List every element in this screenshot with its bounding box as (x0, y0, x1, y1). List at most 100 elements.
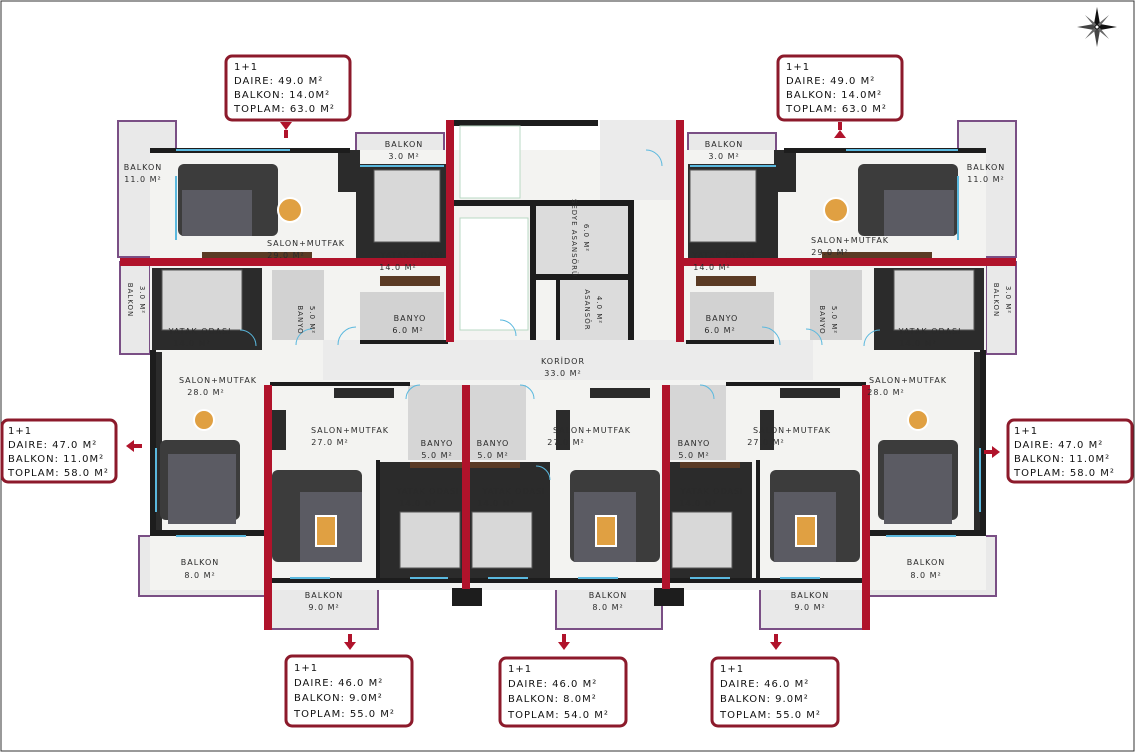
room-area: 6.0 M² (704, 326, 735, 335)
separator-wall-b3 (662, 385, 670, 589)
unit-box-bottom-right: 1+1 DAIRE: 46.0 M² BALKON: 9.0M² TOPLAM:… (710, 634, 840, 728)
unit-daire: DAIRE: 47.0 M² (8, 440, 97, 451)
room-name: SALON+MUTFAK (753, 426, 831, 435)
room-area: 6.0 M² (582, 224, 590, 252)
room-name: SALON+MUTFAK (179, 376, 257, 385)
unit-balkon: BALKON: 8.0M² (508, 694, 597, 705)
arrow-right-icon (992, 446, 1000, 458)
room-name: SALON+MUTFAK (311, 426, 389, 435)
corridor-floor (323, 340, 813, 380)
room-area: 29.0 M² (811, 248, 848, 257)
room-area: 5.0 M² (678, 451, 709, 460)
room-area: 28.0 M² (867, 388, 904, 397)
room-name: BANYO (706, 314, 739, 323)
unit-box-bottom-center: 1+1 DAIRE: 46.0 M² BALKON: 8.0M² TOPLAM:… (498, 634, 628, 728)
room-area: 14.0 M² (399, 499, 436, 508)
room-name: ASANSÖR (583, 289, 592, 330)
room-area: 3.0 M² (138, 286, 146, 314)
unit-box-mid-right: 1+1 DAIRE: 47.0 M² BALKON: 11.0M² TOPLAM… (984, 418, 1134, 484)
unit-box-top-left: 1+1 DAIRE: 49.0 M² BALKON: 14.0M² TOPLAM… (224, 54, 352, 138)
unit-box-mid-left: 1+1 DAIRE: 47.0 M² BALKON: 11.0M² TOPLAM… (0, 418, 142, 484)
unit-type: 1+1 (508, 664, 532, 675)
room-area: 3.0 M² (708, 152, 739, 161)
unit-type: 1+1 (1014, 426, 1038, 437)
room-name: SALON+MUTFAK (869, 376, 947, 385)
room-name: BANYO (296, 305, 304, 334)
unit-daire: DAIRE: 49.0 M² (786, 76, 875, 87)
room-area: 8.0 M² (910, 571, 941, 580)
unit-toplam: TOPLAM: 63.0 M² (233, 104, 335, 115)
unit-toplam: TOPLAM: 54.0 M² (507, 710, 609, 721)
room-name: BALKON (967, 163, 1006, 172)
room-name: BALKON (791, 591, 830, 600)
unit-box-bottom-left: 1+1 DAIRE: 46.0 M² BALKON: 9.0M² TOPLAM:… (284, 634, 414, 728)
room-area: 8.0 M² (592, 603, 623, 612)
room-name: YATAK ODASI (680, 487, 744, 496)
building (117, 120, 1017, 630)
room-area: 3.0 M² (1004, 286, 1012, 314)
room-area: 5.0 M² (830, 306, 838, 334)
unit-balkon: BALKON: 14.0M² (234, 90, 330, 101)
separator-wall-b4 (862, 385, 870, 630)
unit-toplam: TOPLAM: 63.0 M² (785, 104, 887, 115)
room-name: YATAK ODASI (482, 487, 546, 496)
unit-balkon: BALKON: 11.0M² (8, 454, 104, 465)
room-area: 3.0 M² (388, 152, 419, 161)
room-name: SALON+MUTFAK (811, 236, 889, 245)
room-area: 11.0 M² (124, 175, 161, 184)
room-name: BALKON (705, 140, 744, 149)
unit-type: 1+1 (234, 62, 258, 73)
unit-box-top-right: 1+1 DAIRE: 49.0 M² BALKON: 14.0M² TOPLAM… (776, 54, 904, 138)
separator-wall-tl (446, 120, 454, 342)
separator-wall-left (120, 258, 454, 266)
arrow-left-icon (126, 440, 134, 452)
unit-toplam: TOPLAM: 58.0 M² (7, 468, 109, 479)
room-name: YATAK ODASI (692, 251, 756, 260)
room-name: KORİDOR (541, 356, 585, 366)
compass-rose-icon (1077, 7, 1117, 47)
room-labels: BALKON 11.0 M² BALKON 3.0 M² SALON+MUTFA… (124, 140, 1012, 612)
unit-type: 1+1 (786, 62, 810, 73)
room-area: 5.0 M² (421, 451, 452, 460)
room-name: BALKON (589, 591, 628, 600)
arrow-down-icon (344, 642, 356, 650)
unit-daire: DAIRE: 47.0 M² (1014, 440, 1103, 451)
separator-wall-tr (676, 120, 684, 342)
room-name: BALKON (126, 283, 134, 317)
unit-balkon: BALKON: 9.0M² (720, 694, 809, 705)
room-name: SALON+MUTFAK (553, 426, 631, 435)
room-area: 29.0 M² (267, 251, 304, 260)
arrow-down-icon (280, 122, 292, 130)
arrow-up-icon (834, 130, 846, 138)
room-name: SALON+MUTFAK (267, 239, 345, 248)
room-name: BALKON (385, 140, 424, 149)
unit-toplam: TOPLAM: 55.0 M² (293, 709, 395, 720)
room-area: 8.0 M² (184, 571, 215, 580)
room-name: BALKON (907, 558, 946, 567)
room-name: BANYO (477, 439, 510, 448)
arrow-down-icon (770, 642, 782, 650)
unit-daire: DAIRE: 46.0 M² (508, 679, 597, 690)
room-name: YATAK ODASI (898, 327, 962, 336)
unit-daire: DAIRE: 46.0 M² (720, 679, 809, 690)
room-area: 33.0 M² (544, 369, 581, 378)
room-area: 14.0 M² (477, 499, 514, 508)
room-area: 4.0 M² (595, 296, 603, 324)
room-area: 14.0 M² (679, 499, 716, 508)
unit-type: 1+1 (720, 664, 744, 675)
room-area: 5.0 M² (308, 306, 316, 334)
room-area: 27.0 M² (311, 438, 348, 447)
unit-type: 1+1 (294, 663, 318, 674)
room-area: 14.0 M² (379, 263, 416, 272)
room-area: 5.0 M² (477, 451, 508, 460)
room-area: 27.0 M² (547, 438, 584, 447)
room-name: BALKON (305, 591, 344, 600)
room-name: BANYO (394, 314, 427, 323)
room-area: 27.0 M² (747, 438, 784, 447)
unit-daire: DAIRE: 49.0 M² (234, 76, 323, 87)
unit-toplam: TOPLAM: 55.0 M² (719, 710, 821, 721)
room-name: BALKON (181, 558, 220, 567)
unit-balkon: BALKON: 11.0M² (1014, 454, 1110, 465)
unit-toplam: TOPLAM: 58.0 M² (1013, 468, 1115, 479)
